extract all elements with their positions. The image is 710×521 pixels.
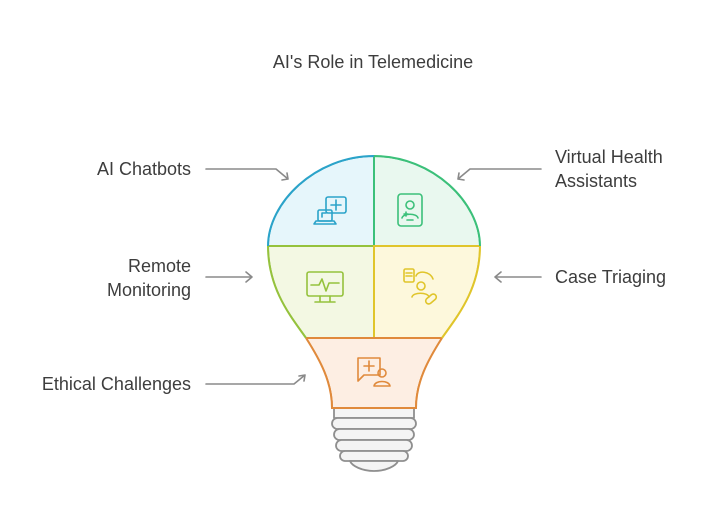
triage-patient-icon <box>403 268 438 305</box>
label-ethical-challenges-text: Ethical Challenges <box>42 374 191 394</box>
arrow-case-triaging <box>494 271 542 283</box>
medical-chat-icon <box>357 357 391 387</box>
bulb-base <box>331 405 417 472</box>
label-virtual-health-line1: Virtual Health <box>555 147 663 167</box>
heart-monitor-icon <box>306 271 344 303</box>
label-ai-chatbots-text: AI Chatbots <box>97 159 191 179</box>
label-case-triaging: Case Triaging <box>555 267 666 287</box>
label-remote-line1: Remote <box>128 256 191 276</box>
label-remote-monitoring: Remote Monitoring <box>107 256 191 300</box>
label-ethical-challenges: Ethical Challenges <box>42 374 191 394</box>
segment-virtual-health-assistants <box>374 156 480 246</box>
tablet-doctor-icon <box>397 193 423 227</box>
arrow-remote-monitoring <box>205 271 253 283</box>
arrow-ai-chatbots <box>205 168 289 181</box>
label-remote-line2: Monitoring <box>107 280 191 300</box>
label-ai-chatbots: AI Chatbots <box>97 159 191 179</box>
label-case-triaging-text: Case Triaging <box>555 267 666 287</box>
page-title: AI's Role in Telemedicine <box>273 52 473 72</box>
segment-ai-chatbots <box>268 156 374 246</box>
label-virtual-health-line2: Assistants <box>555 171 637 191</box>
arrow-ethical-challenges <box>205 374 306 385</box>
chatbot-laptop-icon <box>313 196 347 225</box>
label-virtual-health-assistants: Virtual Health Assistants <box>555 147 663 191</box>
segment-ethical-challenges <box>268 338 480 408</box>
arrow-virtual-health-assistants <box>457 168 542 181</box>
